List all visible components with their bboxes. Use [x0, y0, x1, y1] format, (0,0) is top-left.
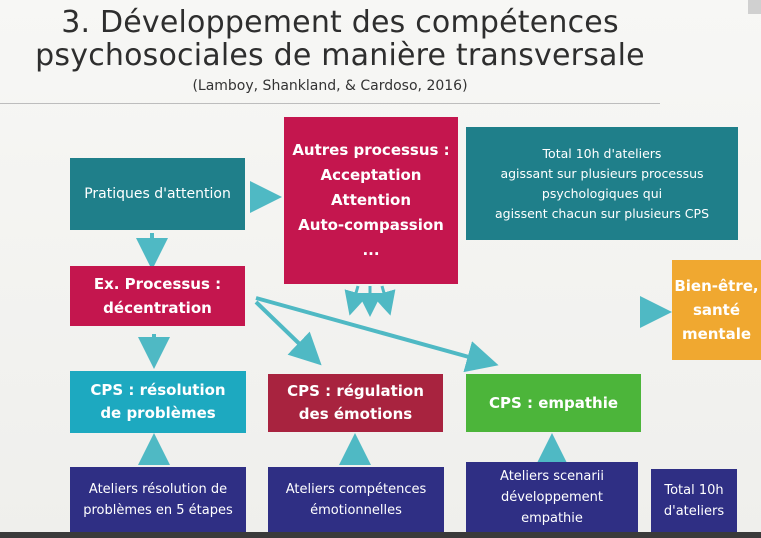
total-10h-line-2: d'ateliers [663, 503, 725, 519]
box-ateliers-resolution: Ateliers résolution de problèmes en 5 ét… [70, 467, 246, 532]
box-ex-processus: Ex. Processus : décentration [70, 266, 245, 326]
slide-subtitle: (Lamboy, Shankland, & Cardoso, 2016) [192, 78, 468, 94]
box-pratiques-attention: Pratiques d'attention [70, 158, 245, 230]
ateliers-resolution-line-2: problèmes en 5 étapes [83, 502, 233, 518]
autres-line-3: Attention [330, 191, 412, 209]
autres-line-5: ... [362, 241, 380, 259]
arrow-autres-down-1 [344, 285, 368, 316]
cps-resolution-line-1: CPS : résolution [90, 381, 226, 399]
autres-line-4: Auto-compassion [298, 216, 444, 234]
ateliers-competences-line-1: Ateliers compétences [285, 481, 427, 497]
title-line-1: 3. Développement des compétences [61, 5, 619, 40]
arrow-ex-to-empathie [255, 296, 499, 373]
ateliers-scenarii-line-3: empathie [521, 510, 583, 526]
total-note-line-1: Total 10h d'ateliers [542, 145, 662, 161]
cps-regulation-line-2: des émotions [298, 405, 413, 423]
ateliers-competences-line-2: émotionnelles [310, 502, 402, 518]
title-divider [0, 103, 660, 104]
arrow-ex-to-regulation [254, 300, 322, 366]
box-ateliers-scenarii: Ateliers scenarii développement empathie [466, 462, 638, 532]
arrow-autres-down-3 [372, 285, 396, 316]
total-10h-line-1: Total 10h [664, 482, 724, 498]
total-note-line-4: agissent chacun sur plusieurs CPS [494, 205, 710, 221]
ateliers-resolution-line-1: Ateliers résolution de [88, 481, 228, 497]
cps-resolution-line-2: de problèmes [100, 404, 216, 422]
box-cps-empathie: CPS : empathie [466, 374, 641, 432]
box-pratiques-label: Pratiques d'attention [84, 186, 231, 202]
autres-line-1: Autres processus : [292, 141, 450, 159]
cps-empathie-label: CPS : empathie [488, 394, 619, 412]
bien-etre-line-3: mentale [681, 325, 752, 343]
slide-title: 3. Développement des compétences psychos… [0, 6, 680, 72]
box-bien-etre: Bien-être, santé mentale [672, 260, 761, 360]
title-line-2: psychosociales de manière transversale [35, 38, 645, 73]
box-total-10h: Total 10h d'ateliers [651, 469, 737, 532]
corner-placeholder [748, 0, 761, 14]
box-ateliers-competences: Ateliers compétences émotionnelles [268, 467, 444, 532]
total-note-line-2: agissant sur plusieurs processus [500, 165, 704, 181]
bien-etre-line-1: Bien-être, [674, 277, 759, 295]
ateliers-scenarii-line-2: développement [500, 489, 603, 505]
autres-line-2: Acceptation [320, 166, 422, 184]
box-cps-regulation: CPS : régulation des émotions [268, 374, 443, 432]
box-cps-resolution: CPS : résolution de problèmes [70, 371, 246, 433]
cps-regulation-line-1: CPS : régulation [287, 382, 424, 400]
box-autres-processus: Autres processus : Acceptation Attention… [284, 117, 458, 284]
total-note-line-3: psychologiques qui [541, 185, 663, 201]
bien-etre-line-2: santé [692, 301, 741, 319]
ateliers-scenarii-line-1: Ateliers scenarii [500, 468, 604, 484]
player-bottom-bar [0, 532, 761, 538]
box-total-ateliers-note: Total 10h d'ateliers agissant sur plusie… [466, 127, 738, 240]
ex-line-1: Ex. Processus : [93, 275, 222, 293]
ex-line-2: décentration [103, 299, 212, 317]
